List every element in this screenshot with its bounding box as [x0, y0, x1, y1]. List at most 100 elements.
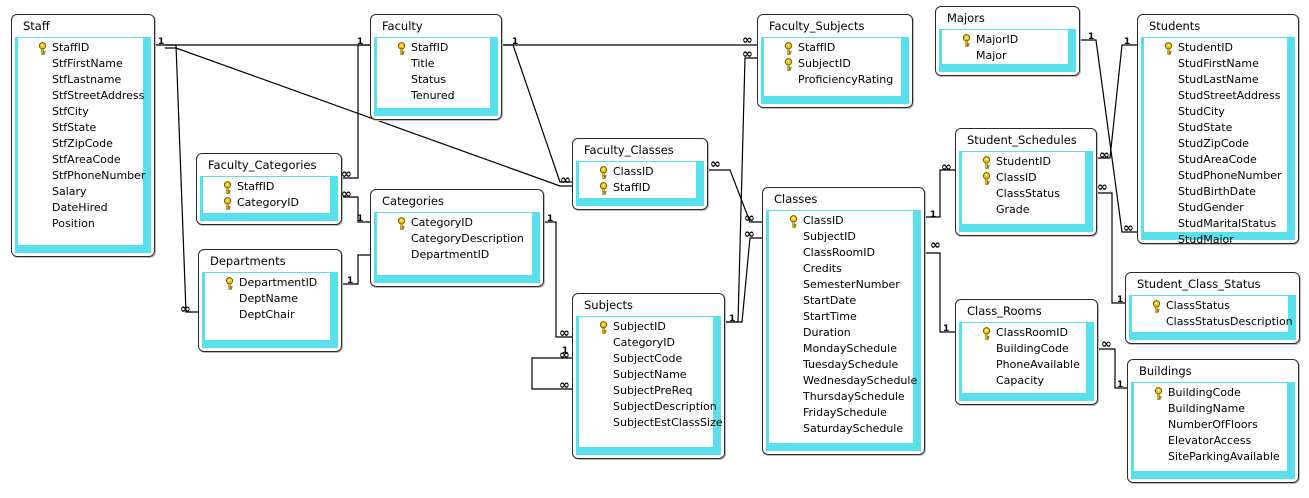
field-row[interactable]: ClassID: [579, 164, 696, 180]
field-row[interactable]: StudZipCode: [1144, 136, 1287, 152]
field-row[interactable]: WednesdaySchedule: [769, 373, 917, 389]
field-row[interactable]: CategoryID: [377, 215, 532, 231]
field-row[interactable]: Grade: [962, 202, 1085, 218]
field-row[interactable]: ClassStatusDescription: [1132, 314, 1293, 330]
table-title[interactable]: Student_Class_Status: [1137, 277, 1261, 291]
field-row[interactable]: StfAreaCode: [18, 152, 143, 168]
field-row[interactable]: ElevatorAccess: [1134, 433, 1287, 449]
field-row[interactable]: DepartmentID: [377, 247, 532, 263]
field-row[interactable]: StfZipCode: [18, 136, 143, 152]
field-row[interactable]: BuildingName: [1134, 401, 1287, 417]
field-row[interactable]: StaffID: [203, 179, 330, 195]
field-row[interactable]: StudMaritalStatus: [1144, 216, 1287, 232]
field-row[interactable]: SemesterNumber: [769, 277, 913, 293]
field-row[interactable]: StudStreetAddress: [1144, 88, 1287, 104]
field-row[interactable]: StaffID: [18, 40, 143, 56]
field-row[interactable]: StudMajor: [1144, 232, 1287, 243]
field-row[interactable]: StudLastName: [1144, 72, 1287, 88]
field-row[interactable]: SubjectPreReq: [579, 383, 713, 399]
table-title[interactable]: Departments: [210, 254, 286, 268]
field-row[interactable]: StaffID: [377, 40, 490, 56]
field-row[interactable]: CategoryID: [579, 335, 713, 351]
field-row[interactable]: Status: [377, 72, 490, 88]
table-title[interactable]: Faculty: [382, 19, 423, 33]
field-row[interactable]: StaffID: [764, 40, 901, 56]
field-row[interactable]: MajorID: [942, 32, 1068, 48]
field-row[interactable]: Title: [377, 56, 490, 72]
field-row[interactable]: BuildingCode: [962, 341, 1086, 357]
field-row[interactable]: ThursdaySchedule: [769, 389, 913, 405]
field-row[interactable]: NumberOfFloors: [1134, 417, 1287, 433]
field-row[interactable]: ClassID: [769, 213, 913, 229]
field-row[interactable]: SubjectID: [579, 319, 713, 335]
field-row[interactable]: StartTime: [769, 309, 913, 325]
field-row[interactable]: CategoryDescription: [377, 231, 532, 247]
table-title[interactable]: Subjects: [584, 298, 633, 312]
field-row[interactable]: SubjectName: [579, 367, 713, 383]
field-row[interactable]: ClassStatus: [1132, 298, 1288, 314]
field-row[interactable]: Position: [18, 216, 143, 232]
field-row[interactable]: DeptChair: [205, 307, 330, 323]
field-row[interactable]: SubjectID: [769, 229, 913, 245]
field-row[interactable]: DepartmentID: [205, 275, 330, 291]
field-row[interactable]: StaffID: [579, 180, 696, 196]
field-row[interactable]: FridaySchedule: [769, 405, 913, 421]
field-row[interactable]: SubjectCode: [579, 351, 713, 367]
field-row[interactable]: BuildingCode: [1134, 385, 1287, 401]
field-row[interactable]: SubjectID: [764, 56, 901, 72]
field-row[interactable]: DeptName: [205, 291, 330, 307]
field-row[interactable]: StudGender: [1144, 200, 1287, 216]
field-row[interactable]: StudPhoneNumber: [1144, 168, 1287, 184]
field-row[interactable]: ProficiencyRating: [764, 72, 901, 88]
field-row[interactable]: StfLastname: [18, 72, 143, 88]
field-row[interactable]: SubjectEstClassSize: [579, 415, 723, 431]
field-row[interactable]: ClassStatus: [962, 186, 1085, 202]
field-row[interactable]: ClassRoomID: [769, 245, 913, 261]
field-row[interactable]: StudentID: [962, 154, 1085, 170]
field-row[interactable]: StfPhoneNumber: [18, 168, 145, 184]
table-title[interactable]: Faculty_Subjects: [769, 19, 865, 33]
field-row[interactable]: SubjectDescription: [579, 399, 717, 415]
field-row[interactable]: SiteParkingAvailable: [1134, 449, 1287, 465]
field-row[interactable]: StfState: [18, 120, 143, 136]
field-row[interactable]: PhoneAvailable: [962, 357, 1086, 373]
field-row[interactable]: StudCity: [1144, 104, 1287, 120]
field-row[interactable]: SaturdaySchedule: [769, 421, 913, 437]
field-row[interactable]: Major: [942, 48, 1068, 64]
field-row[interactable]: MondaySchedule: [769, 341, 913, 357]
table-title[interactable]: Majors: [947, 11, 985, 25]
field-row[interactable]: DateHired: [18, 200, 143, 216]
table-title[interactable]: Student_Schedules: [967, 133, 1077, 147]
field-row[interactable]: StudentID: [1144, 40, 1287, 56]
field-row[interactable]: Salary: [18, 184, 143, 200]
table-title[interactable]: Buildings: [1139, 364, 1192, 378]
field-row[interactable]: Duration: [769, 325, 913, 341]
table-title[interactable]: Class_Rooms: [967, 304, 1042, 318]
table-title[interactable]: Faculty_Categories: [208, 158, 317, 172]
field-row[interactable]: StudAreaCode: [1144, 152, 1287, 168]
field-row[interactable]: ClassID: [962, 170, 1085, 186]
field-row[interactable]: TuesdaySchedule: [769, 357, 913, 373]
field-row[interactable]: StudState: [1144, 120, 1287, 136]
table-title[interactable]: Staff: [23, 19, 50, 33]
field-row[interactable]: StartDate: [769, 293, 913, 309]
table-title[interactable]: Faculty_Classes: [584, 143, 674, 157]
table-title[interactable]: Categories: [382, 194, 444, 208]
field-row[interactable]: StfStreetAddress: [18, 88, 144, 104]
field-row[interactable]: StfCity: [18, 104, 143, 120]
